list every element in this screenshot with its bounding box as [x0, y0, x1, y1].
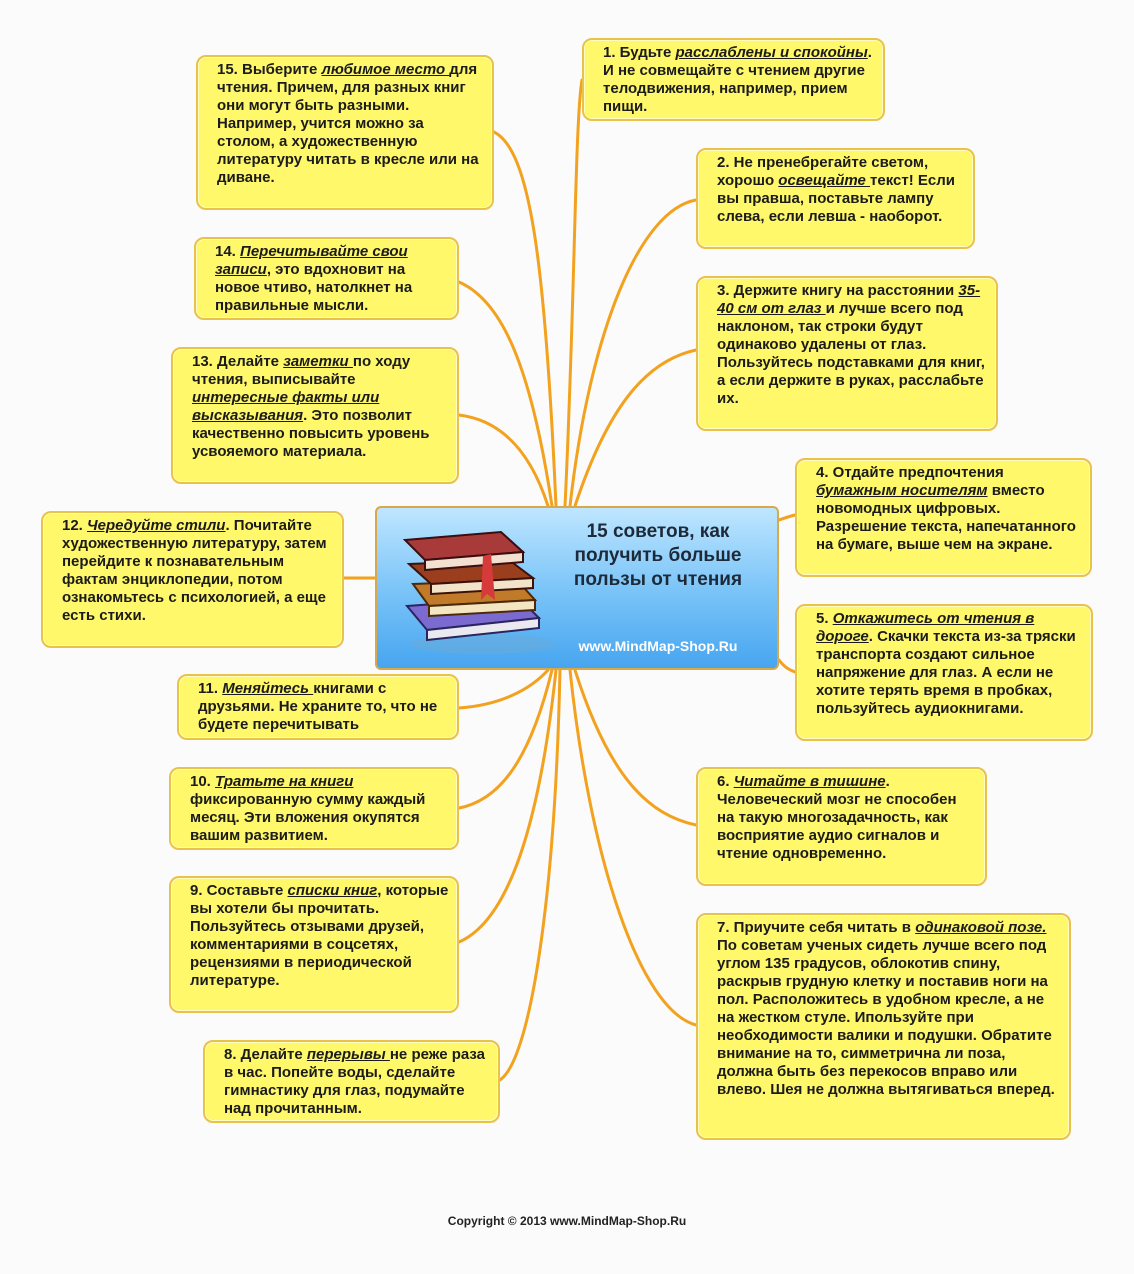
branch-7	[568, 668, 698, 1027]
copyright-footer: Copyright © 2013 www.MindMap-Shop.Ru	[447, 1214, 687, 1228]
branch-2	[568, 198, 698, 508]
tip-3: 3. Держите книгу на расстоянии 35-40 см …	[696, 276, 998, 431]
center-url: www.MindMap-Shop.Ru	[578, 638, 738, 654]
tip-keyword: Чередуйте стили	[87, 517, 226, 534]
tip-number: 11.	[198, 680, 219, 697]
tip-13: 13. Делайте заметки по ходу чтения, выпи…	[171, 347, 459, 484]
tip-number: 1.	[603, 44, 616, 61]
tip-7: 7. Приучите себя читать в одинаковой поз…	[696, 913, 1071, 1140]
branch-10	[457, 668, 554, 810]
branch-13	[457, 413, 550, 508]
tip-keyword: бумажным носителям	[816, 482, 988, 499]
tip-number: 4.	[816, 464, 829, 481]
tip-8: 8. Делайте перерывы не реже раза в час. …	[203, 1040, 500, 1123]
tip-number: 12.	[62, 517, 83, 534]
tip-keyword: Перечитывайте свои записи	[215, 243, 408, 278]
tip-number: 10.	[190, 773, 211, 790]
books-icon	[402, 530, 555, 654]
tip-number: 5.	[816, 610, 829, 627]
tip-keyword: заметки	[283, 353, 353, 370]
tip-number: 6.	[717, 773, 730, 790]
branch-14	[457, 280, 554, 508]
tip-keyword: любимое место	[321, 61, 450, 78]
branch-8	[498, 668, 562, 1082]
tip-15: 15. Выберите любимое место для чтения. П…	[196, 55, 494, 210]
tip-keyword: перерывы	[306, 1046, 390, 1063]
tip-keyword: 35-40 см от глаз	[717, 282, 981, 317]
tip-keyword: Читайте в тишине	[733, 773, 886, 790]
tip-keyword: Откажитесь от чтения в дороге	[816, 610, 1035, 645]
center-title: 15 советов, как получить больше пользы о…	[573, 521, 743, 590]
tip-number: 3.	[717, 282, 730, 299]
branch-15	[492, 130, 558, 508]
tip-12: 12. Чередуйте стили. Почитайте художеств…	[41, 511, 344, 648]
branch-5	[777, 658, 797, 674]
tip-keyword: освещайте	[778, 172, 871, 189]
center-topic: 15 советов, как получить больше пользы о…	[375, 506, 779, 670]
tip-keyword: расслаблены и спокойны	[675, 44, 868, 61]
branch-9	[457, 668, 558, 944]
tip-number: 2.	[717, 154, 730, 171]
tip-2: 2. Не пренебрегайте светом, хорошо освещ…	[696, 148, 975, 249]
tip-number: 8.	[224, 1046, 237, 1063]
tip-1: 1. Будьте расслаблены и спокойны. И не с…	[582, 38, 885, 121]
tip-number: 9.	[190, 882, 203, 899]
tip-number: 15.	[217, 61, 238, 78]
tip-keyword: одинаковой позе.	[915, 919, 1047, 936]
tip-keyword: Тратьте на книги	[215, 773, 354, 790]
branch-1	[563, 78, 584, 508]
tip-keyword: интересные факты или высказывания	[192, 389, 380, 424]
tip-14: 14. Перечитывайте свои записи, это вдохн…	[194, 237, 459, 320]
tip-keyword: Меняйтесь	[222, 680, 314, 697]
branch-6	[573, 668, 698, 827]
tip-keyword: списки книг	[287, 882, 378, 899]
branch-3	[573, 348, 698, 508]
tip-number: 13.	[192, 353, 213, 370]
tip-10: 10. Тратьте на книги фиксированную сумму…	[169, 767, 459, 850]
tip-number: 7.	[717, 919, 730, 936]
tip-number: 14.	[215, 243, 236, 260]
tip-6: 6. Читайте в тишине. Человеческий мозг н…	[696, 767, 987, 886]
branch-11	[457, 668, 550, 710]
branch-4	[777, 513, 797, 522]
tip-5: 5. Откажитесь от чтения в дороге. Скачки…	[795, 604, 1093, 741]
tip-9: 9. Составьте списки книг, которые вы хот…	[169, 876, 459, 1013]
tip-11: 11. Меняйтесь книгами с друзьями. Не хра…	[177, 674, 459, 740]
tip-4: 4. Отдайте предпочтения бумажным носител…	[795, 458, 1092, 577]
